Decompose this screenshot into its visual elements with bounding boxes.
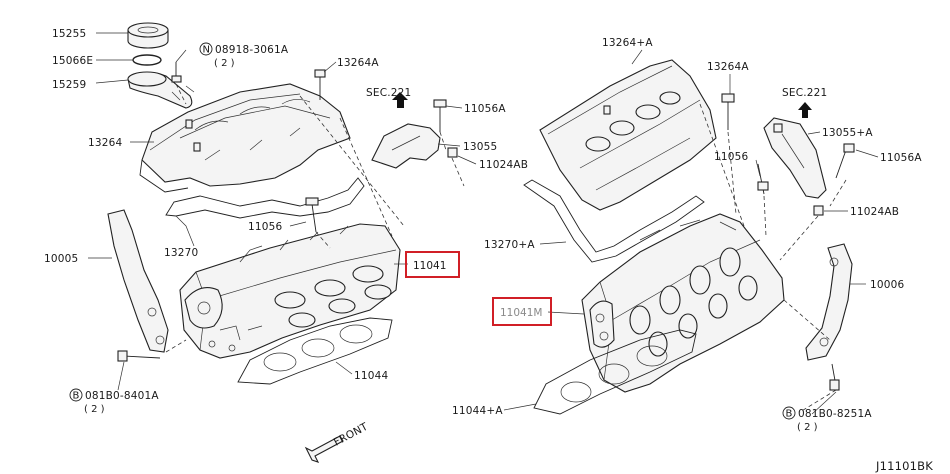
head-gasket-11044-plus-a — [533, 329, 697, 415]
label-081b0-8401a: 081B0-8401A — [85, 390, 159, 402]
rocker-cover-gasket-13270-plus-a — [523, 179, 705, 263]
label-13264a-right: 13264A — [707, 61, 749, 73]
label-11024ab-left: 11024AB — [479, 159, 528, 171]
bolt-11056-left — [305, 197, 319, 233]
label-13264a-left: 13264A — [337, 57, 379, 69]
label-10006: 10006 — [870, 279, 905, 291]
label-13270: 13270 — [164, 247, 198, 259]
label-11056-left: 11056 — [248, 221, 283, 233]
label-11041: 11041 — [413, 260, 446, 272]
label-10005: 10005 — [44, 253, 78, 265]
bolt-11056-right — [757, 163, 769, 195]
sec-arrow-left — [392, 92, 408, 108]
rocker-cover-gasket-13270 — [165, 177, 365, 219]
label-15255: 15255 — [52, 28, 86, 40]
rocker-cover-13264-plus-a — [539, 59, 717, 211]
oil-filler-cap-15255 — [127, 22, 169, 49]
badge-circle-b-right — [782, 406, 796, 420]
oil-filler-neck-15259 — [127, 71, 195, 109]
label-11044-plus-a: 11044+A — [452, 405, 503, 417]
label-11024ab-right: 11024AB — [850, 206, 899, 218]
sec-arrow-right — [798, 102, 812, 118]
front-direction-arrow — [304, 435, 344, 463]
label-15066e: 15066E — [52, 55, 93, 67]
label-13055-plus-a: 13055+A — [822, 127, 873, 139]
label-08918-3061a: 08918-3061A — [215, 44, 289, 56]
label-11041m: 11041M — [500, 307, 542, 319]
label-15259: 15259 — [52, 79, 86, 91]
bolt-081b0-8401a — [117, 350, 161, 362]
lifting-bracket-10006 — [805, 243, 853, 361]
label-sec221-right: SEC.221 — [782, 87, 827, 99]
oil-cap-gasket-15066e — [132, 54, 162, 66]
heat-shield-13055-plus-a — [763, 117, 827, 199]
badge-n: N — [203, 45, 210, 56]
head-gasket-11044 — [237, 317, 393, 385]
bolt-081b0-8251a — [829, 363, 840, 391]
label-13270-plus-a: 13270+A — [484, 239, 535, 251]
badge-circle-b-left — [69, 388, 83, 402]
label-13264: 13264 — [88, 137, 123, 149]
label-front: FRONT — [332, 421, 371, 449]
badge-b-right: B — [786, 409, 793, 420]
label-081b0-8251a-qty: ( 2 ) — [797, 422, 818, 433]
highlight-box-11041 — [405, 251, 460, 278]
highlight-boxes — [405, 251, 552, 326]
label-081b0-8401a-qty: ( 2 ) — [84, 404, 105, 415]
assembly-dashed-lines — [165, 83, 847, 413]
bolt-13264a-right — [721, 93, 735, 130]
badge-circle-n — [199, 42, 213, 56]
label-13264-plus-a: 13264+A — [602, 37, 653, 49]
bolt-08918 — [171, 62, 182, 83]
leader-lines — [88, 32, 879, 415]
cylinder-head-11041m — [581, 213, 785, 393]
grommet-11024ab-right — [813, 205, 824, 216]
bolt-11056a-left — [433, 99, 447, 132]
label-11056a-left: 11056A — [464, 103, 506, 115]
label-11056a-right: 11056A — [880, 152, 922, 164]
bolt-13264a-left — [314, 69, 326, 100]
grommet-11024ab-left — [447, 147, 458, 158]
label-11056-right: 11056 — [714, 151, 749, 163]
bolt-11056a-right — [835, 143, 855, 179]
highlight-box-11041m — [492, 297, 552, 326]
cylinder-head-11041 — [179, 223, 401, 359]
label-081b0-8251a: 081B0-8251A — [798, 408, 872, 420]
label-11044: 11044 — [354, 370, 389, 382]
rocker-cover-13264 — [139, 83, 351, 193]
badge-b-left: B — [73, 391, 80, 402]
heat-shield-13055-left — [371, 123, 441, 169]
lifting-bracket-10005 — [107, 209, 169, 353]
label-sec221-left: SEC.221 — [366, 87, 411, 99]
diagram-id: J11101BK — [875, 459, 933, 473]
label-13055: 13055 — [463, 141, 497, 153]
label-08918-qty: ( 2 ) — [214, 58, 235, 69]
